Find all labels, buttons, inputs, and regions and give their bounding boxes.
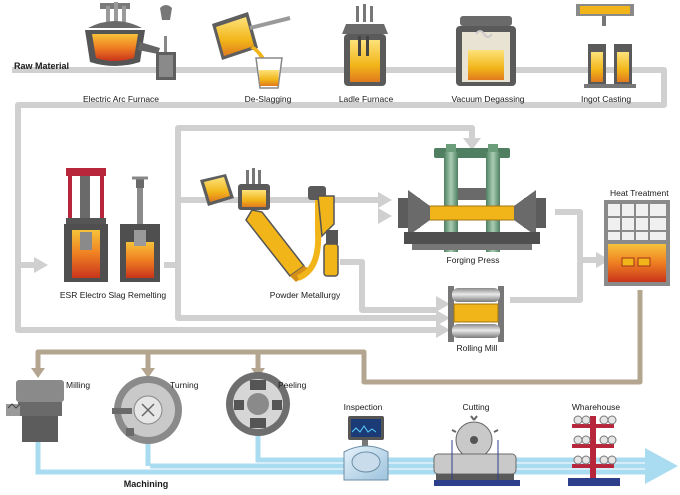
- de-slagging-label: De-Slagging: [244, 94, 292, 104]
- flow-esr-to-forging: [164, 125, 475, 268]
- flow-forging-to-heat: [555, 209, 598, 263]
- esr-illustration: [64, 168, 160, 282]
- forging-press-illustration: [398, 144, 546, 252]
- machining-label: Machining: [123, 479, 169, 489]
- inspection-illustration: [343, 416, 389, 481]
- de-slagging-illustration: [212, 12, 291, 89]
- turning-label: Turning: [170, 380, 199, 390]
- milling-label: Milling: [66, 380, 91, 390]
- peeling-label: Peeling: [278, 380, 307, 390]
- blue-big-arrowhead: [645, 448, 678, 484]
- heat-treatment-label: Heat Treatment: [610, 188, 669, 198]
- powder-metallurgy-illustration: [200, 168, 339, 282]
- inspection-label: Inspection: [343, 402, 383, 412]
- flow-rolling-from-left: [175, 265, 438, 321]
- arrow-into-forging-left2: [378, 208, 392, 224]
- flow-powder-to-rolling: [340, 259, 438, 313]
- ladle-furnace-label: Ladle Furnace: [338, 94, 394, 104]
- cutting-illustration: [433, 415, 520, 486]
- milling-illustration: [6, 380, 64, 442]
- arrow-into-milling: [31, 368, 45, 378]
- turning-illustration: [112, 376, 182, 444]
- forging-press-label: Forging Press: [446, 255, 500, 265]
- arrow-into-rolling-1: [436, 310, 450, 326]
- powder-metallurgy-label: Powder Metallurgy: [269, 290, 341, 300]
- brown-flow-lines: [35, 290, 643, 385]
- cutting-label: Cutting: [462, 402, 490, 412]
- vacuum-degassing-label: Vacuum Degassing: [451, 94, 525, 104]
- peeling-illustration: [226, 372, 290, 436]
- ladle-furnace-illustration: [342, 4, 388, 86]
- wharehouse-label: Wharehouse: [571, 402, 621, 412]
- esr-label: ESR Electro Slag Remelting: [59, 290, 167, 300]
- rolling-mill-illustration: [448, 286, 504, 342]
- flow-rolling-to-heat: [510, 262, 583, 303]
- arrow-into-turning: [141, 368, 155, 378]
- gray-flow-lines: [12, 67, 667, 333]
- flow-heat-to-machining: [35, 290, 643, 385]
- arrow-into-rolling-3: [436, 296, 450, 312]
- ingot-casting-illustration: [576, 4, 636, 88]
- electric-arc-furnace-illustration: [85, 2, 176, 80]
- heat-treatment-illustration: [604, 200, 670, 286]
- flow-esr-bottom: [15, 265, 438, 333]
- raw-material-label: Raw Material: [14, 61, 70, 71]
- ingot-casting-label: Ingot Casting: [580, 94, 632, 104]
- arrow-into-heat: [596, 252, 610, 268]
- wharehouse-illustration: [568, 415, 620, 486]
- arrow-into-esr: [34, 257, 48, 273]
- arrow-into-forging-left: [378, 192, 392, 208]
- electric-arc-furnace-label: Electric Arc Furnace: [82, 94, 160, 104]
- arrow-into-rolling-2: [436, 322, 450, 338]
- rolling-mill-label: Rolling Mill: [456, 343, 498, 353]
- arrow-into-forging-top: [463, 138, 481, 150]
- vacuum-degassing-illustration: [456, 16, 516, 86]
- gray-arrowheads: [34, 138, 610, 338]
